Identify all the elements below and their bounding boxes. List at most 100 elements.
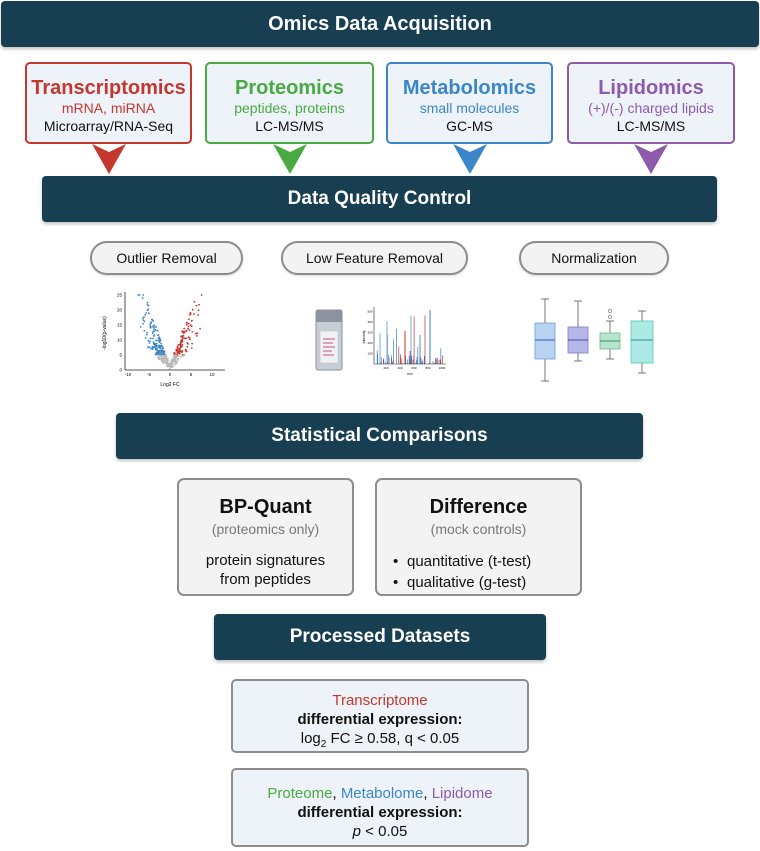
volcano-point	[154, 343, 157, 345]
volcano-point	[147, 346, 149, 349]
volcano-point	[195, 335, 198, 337]
volcano-point	[197, 314, 200, 316]
volcano-point	[158, 349, 161, 352]
volcano-point	[187, 336, 190, 338]
volcano-point	[191, 319, 193, 322]
transcriptomics-arrow-icon	[92, 144, 126, 174]
banner-label: Omics Data Acquisition	[268, 12, 492, 35]
volcano-point	[152, 335, 155, 337]
volcano-point	[145, 312, 147, 314]
volcano-point	[146, 309, 149, 312]
volcano-point	[171, 359, 174, 361]
transcriptomics-box: Transcriptomics mRNA, miRNA Microarray/R…	[25, 62, 192, 144]
metabolomics-sub: small molecules	[419, 100, 520, 116]
volcano-y-tick: 0	[119, 368, 122, 373]
volcano-point	[185, 337, 188, 340]
volcano-point	[147, 312, 150, 315]
volcano-point	[161, 357, 164, 360]
volcano-point	[167, 359, 169, 362]
proteomics-method: LC-MS/MS	[255, 118, 324, 134]
boxplot-4	[630, 310, 654, 374]
volcano-point	[142, 319, 145, 321]
volcano-y-label: -log10(p-value)	[102, 316, 108, 350]
volcano-point	[179, 342, 182, 345]
banner-omics-data-acquisition: Omics Data Acquisition	[1, 1, 759, 47]
volcano-y-tick: 10	[117, 338, 123, 343]
volcano-point	[143, 330, 146, 332]
volcano-point	[151, 332, 154, 335]
volcano-point	[148, 346, 151, 348]
volcano-point	[181, 343, 184, 346]
volcano-point	[141, 297, 144, 299]
spectrum-x-label: m/z	[407, 372, 413, 376]
volcano-point	[165, 357, 167, 360]
volcano-point	[153, 324, 156, 327]
volcano-point	[156, 329, 159, 332]
bpquant-body-line: protein signatures	[205, 552, 326, 569]
proteomics-box: Proteomics peptides, proteins LC-MS/MS	[205, 62, 374, 144]
volcano-point	[187, 325, 190, 328]
transcriptomics-method: Microarray/RNA-Seq	[43, 118, 174, 134]
volcano-point	[138, 294, 141, 296]
volcano-point	[158, 351, 160, 354]
banner-label: Data Quality Control	[287, 188, 472, 209]
volcano-point	[186, 321, 188, 324]
volcano-point	[191, 331, 194, 333]
volcano-point	[165, 353, 167, 356]
volcano-point	[177, 355, 180, 357]
metabolomics-box: Metabolomics small molecules GC-MS	[386, 62, 553, 144]
volcano-point	[161, 360, 164, 363]
spectrum-y-tick: 500	[367, 310, 372, 314]
volcano-point	[152, 328, 155, 331]
volcano-y-tick: 5	[119, 353, 122, 358]
volcano-point	[175, 348, 178, 351]
volcano-point	[157, 356, 159, 358]
lipidomics-arrow-icon	[634, 144, 668, 174]
volcano-point	[143, 320, 146, 323]
banner-label: Statistical Comparisons	[271, 425, 488, 446]
volcano-point	[149, 347, 152, 350]
transcriptome-title: Transcriptome	[332, 692, 428, 709]
metabolomics-arrow-icon	[453, 144, 487, 174]
boxplot-1	[534, 298, 556, 382]
volcano-point	[183, 331, 186, 334]
volcano-point	[156, 349, 159, 352]
volcano-point	[174, 358, 177, 361]
volcano-point	[173, 354, 176, 357]
volcano-point	[197, 309, 200, 312]
volcano-point	[180, 339, 182, 342]
metabolomics-method: GC-MS	[446, 118, 493, 134]
volcano-y-tick: 20	[117, 308, 123, 313]
list-item: quantitative (t-test)	[377, 551, 580, 572]
lipidome-label: Lipidome	[431, 785, 493, 802]
volcano-point	[160, 342, 162, 345]
volcano-point	[180, 350, 183, 353]
volcano-point	[159, 337, 161, 340]
spectrum-y-tick: 400	[367, 320, 372, 324]
volcano-point	[180, 345, 182, 348]
volcano-x-tick: 10	[209, 372, 215, 377]
boxplot-2	[567, 300, 589, 362]
volcano-point	[189, 338, 191, 341]
normalization-pill: Normalization	[519, 241, 669, 275]
volcano-point	[198, 303, 200, 306]
volcano-point	[189, 324, 192, 327]
volcano-point	[154, 329, 157, 331]
volcano-point	[178, 349, 181, 352]
volcano-point	[147, 304, 150, 307]
bpquant-title: BP-Quant	[219, 496, 312, 518]
separator: ,	[332, 785, 341, 802]
criterion-log: log	[300, 730, 321, 747]
metabolome-label: Metabolome	[340, 785, 424, 802]
other-omics-title: Proteome, Metabolome, Lipidome	[233, 784, 527, 803]
volcano-point	[195, 304, 198, 307]
banner-statistical-comparisons: Statistical Comparisons	[116, 413, 643, 459]
volcano-point	[151, 318, 154, 321]
spectrum-x-tick: 200	[383, 366, 388, 370]
volcano-point	[166, 358, 168, 361]
criterion-subscript: 2	[320, 739, 327, 750]
volcano-point	[157, 358, 160, 361]
transcriptome-result-box: Transcriptome differential expression: l…	[231, 679, 529, 753]
volcano-y-tick: 25	[117, 293, 123, 298]
volcano-point	[177, 358, 179, 361]
